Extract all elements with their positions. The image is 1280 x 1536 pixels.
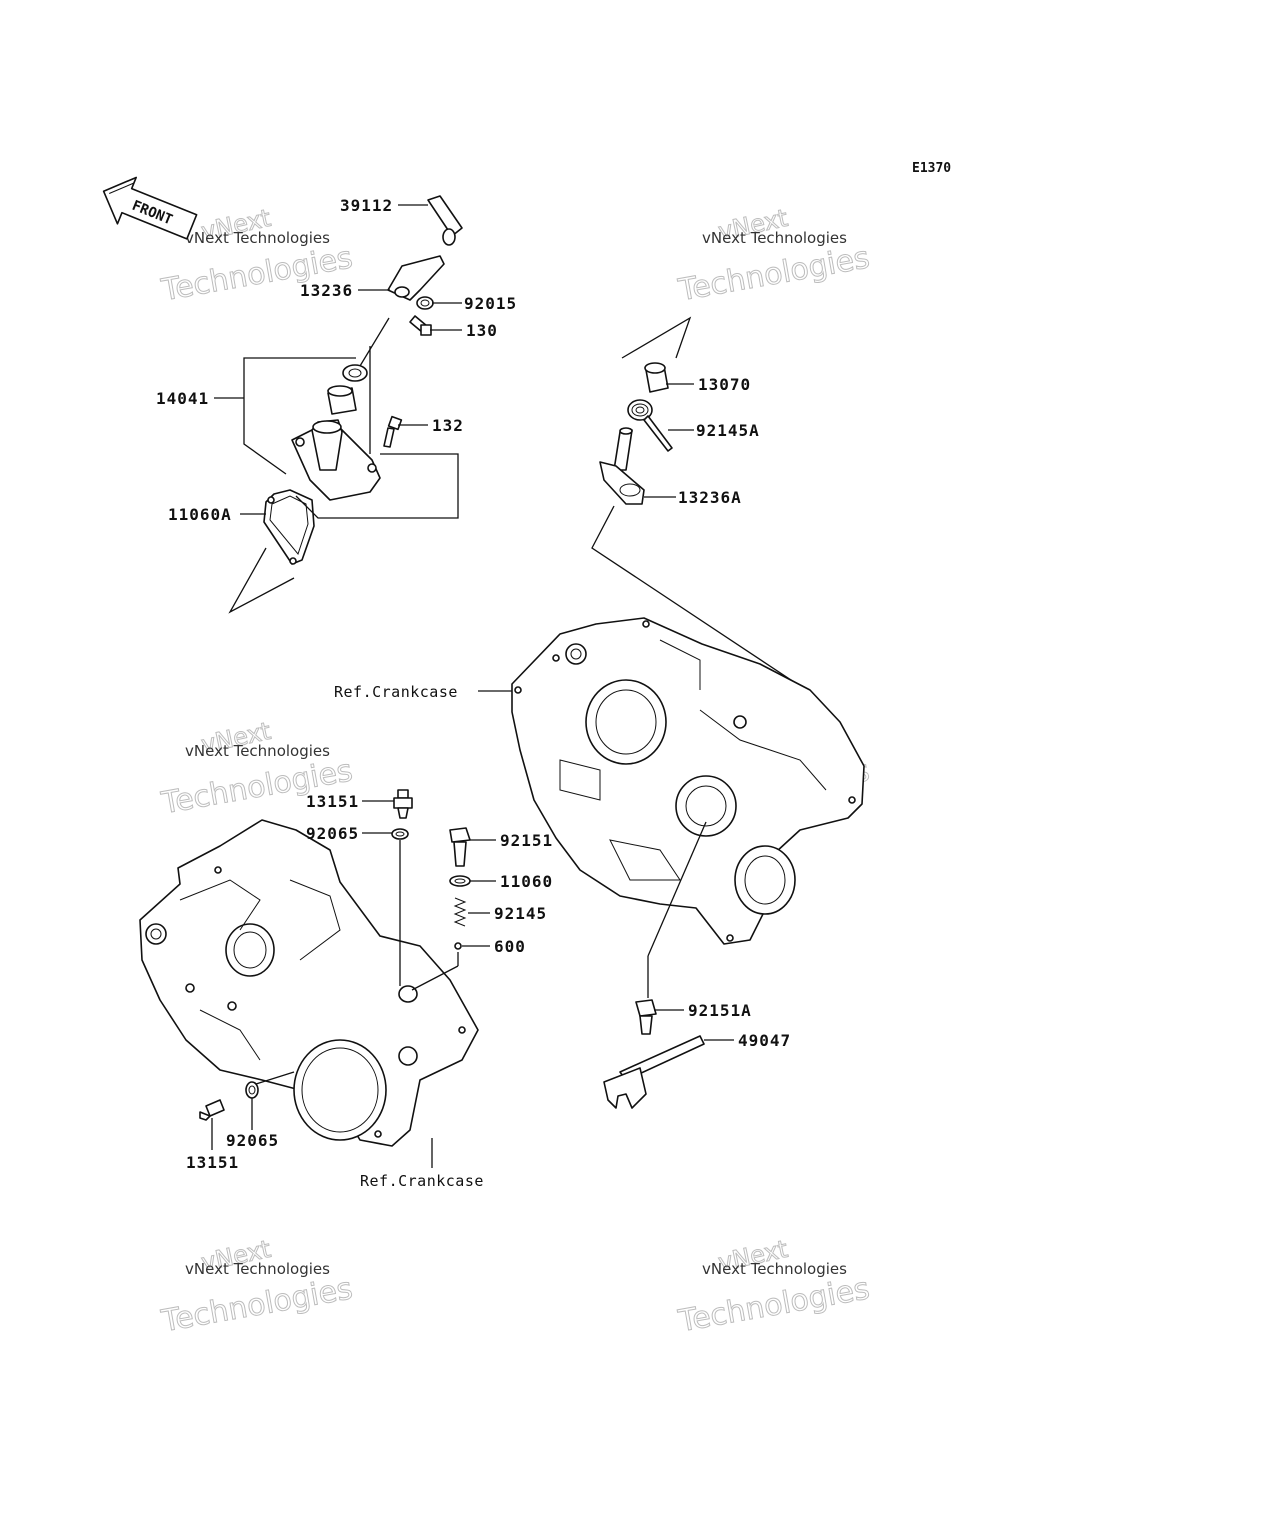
part-13070-collar [644, 362, 669, 393]
part-92151-plug [449, 827, 471, 867]
label-92151a: 92151A [688, 1001, 752, 1020]
svg-text:vNext Technologies: vNext Technologies [185, 229, 330, 247]
svg-text:Technologies: Technologies [675, 240, 872, 308]
label-11060a: 11060A [168, 505, 232, 524]
label-132: 132 [432, 416, 464, 435]
part-92145-spring [453, 897, 467, 927]
label-92145a: 92145A [696, 421, 760, 440]
label-92065-top: 92065 [306, 824, 359, 843]
label-14041: 14041 [156, 389, 209, 408]
part-600-ball [454, 942, 462, 950]
svg-text:vNext Technologies: vNext Technologies [185, 1260, 330, 1278]
label-11060: 11060 [500, 872, 553, 891]
leader-600-to-case [411, 965, 459, 991]
part-13236a-shaft [599, 427, 645, 505]
label-92151: 92151 [500, 831, 553, 850]
label-600: 600 [494, 937, 526, 956]
label-ref-crankcase-bottom: Ref.Crankcase [360, 1172, 484, 1190]
svg-text:vNext Technologies: vNext Technologies [185, 742, 330, 760]
part-14041-bushing [327, 385, 357, 415]
label-92065-bottom: 92065 [226, 1131, 279, 1150]
label-130: 130 [466, 321, 498, 340]
svg-text:Technologies: Technologies [158, 1271, 355, 1339]
diagram-code: E1370 [912, 161, 951, 176]
label-13151-bottom: 13151 [186, 1153, 239, 1172]
svg-text:vNext Technologies: vNext Technologies [702, 1260, 847, 1278]
label-13236a: 13236A [678, 488, 742, 507]
front-arrow-icon: FRONT [102, 176, 198, 240]
label-92015: 92015 [464, 294, 517, 313]
label-13151-top: 13151 [306, 792, 359, 811]
part-92151a-plug [635, 999, 657, 1035]
part-132-bolt [383, 415, 403, 448]
part-49047-shift-rod [603, 1035, 705, 1109]
label-49047: 49047 [738, 1031, 791, 1050]
part-92015-nut [416, 296, 434, 310]
label-13236: 13236 [300, 281, 353, 300]
label-92145: 92145 [494, 904, 547, 923]
part-13236-arm [387, 255, 445, 301]
part-11060a-gasket [263, 489, 315, 565]
label-13070: 13070 [698, 375, 751, 394]
watermark-top-right: vNext vNext Technologies Technologies [675, 203, 873, 308]
left-crankcase-half [139, 819, 479, 1147]
svg-text:vNext Technologies: vNext Technologies [702, 229, 847, 247]
leader-lines-upper-left [214, 204, 462, 614]
svg-text:Technologies: Technologies [675, 1271, 872, 1339]
leader-92151a-to-case [647, 821, 707, 957]
right-crankcase-half [511, 617, 865, 945]
part-92145a-spring [627, 399, 673, 452]
part-13151-switch-top [393, 789, 413, 819]
part-92065-washer-top [391, 828, 409, 840]
svg-text:Technologies: Technologies [158, 753, 355, 821]
part-cover-housing [291, 419, 381, 501]
part-11060-gasket [449, 875, 471, 887]
part-92065-washer-bottom [245, 1081, 259, 1099]
part-14041-seal [342, 364, 368, 382]
leader-92065-bottom-to-case [255, 1071, 295, 1085]
part-39112-lever [427, 195, 463, 246]
watermark-bottom-right: vNext vNext Technologies Technologies [675, 1234, 873, 1339]
watermark-bottom-left: vNext vNext Technologies Technologies [158, 1234, 356, 1339]
label-39112: 39112 [340, 196, 393, 215]
label-ref-crankcase-top: Ref.Crankcase [334, 683, 458, 701]
part-130-bolt [409, 315, 432, 336]
part-13151-switch-bottom [199, 1099, 225, 1121]
